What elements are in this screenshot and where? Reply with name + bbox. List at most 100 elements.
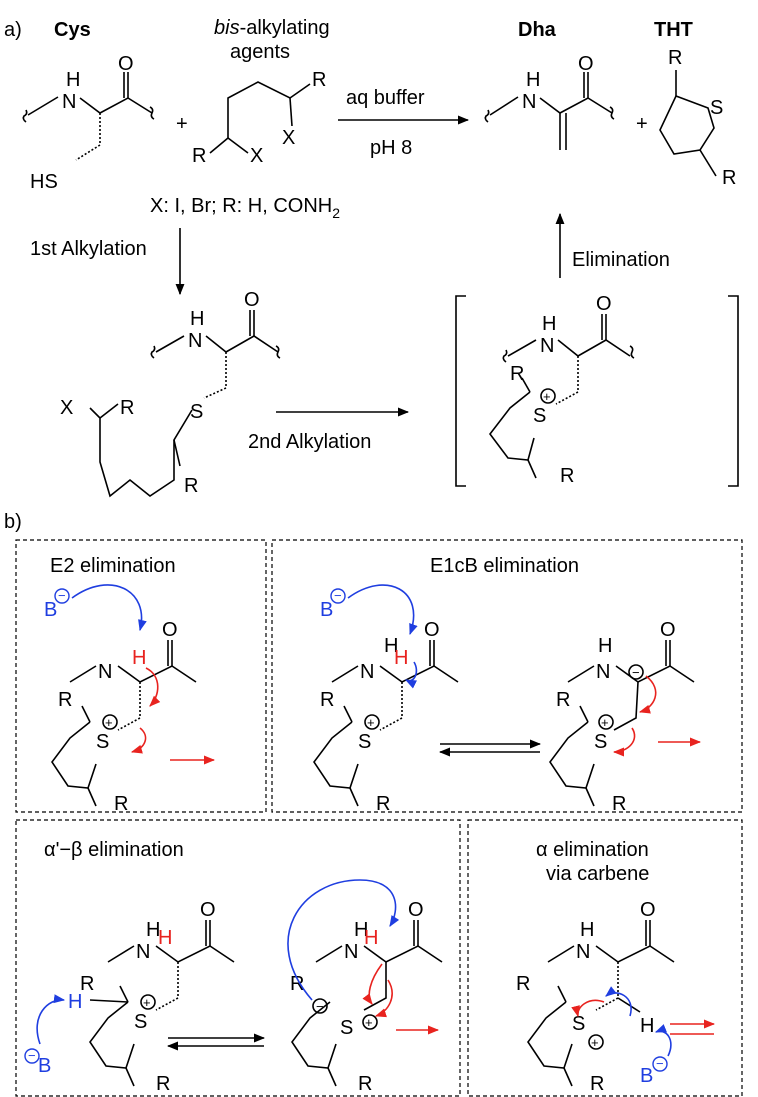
charge — [102, 714, 118, 730]
ylide-charge — [312, 998, 328, 1014]
reagent-above: aq buffer — [346, 87, 425, 109]
e1cb2-s: S — [594, 731, 607, 753]
x-definition-subscript: 2 — [332, 205, 340, 221]
r-bond-2 — [699, 149, 717, 177]
x-bond-2 — [289, 97, 293, 127]
ring — [51, 721, 97, 789]
agent-r-2: R — [312, 69, 326, 91]
backbone — [595, 945, 675, 963]
ab-base-charge-circle — [24, 1048, 40, 1064]
bond — [69, 665, 97, 683]
e1cb-right-structure — [549, 640, 695, 807]
ring — [313, 721, 359, 789]
wavy-bond-left — [502, 349, 508, 363]
r1 — [557, 985, 567, 1003]
alpha-beta-title: α'−β elimination — [44, 839, 184, 861]
first-alkylation-label: 1st Alkylation — [30, 238, 147, 260]
sulf-o: O — [596, 293, 612, 315]
alpha-charge: + — [591, 1035, 599, 1050]
e1cb-h: H — [394, 647, 408, 669]
r1 — [579, 705, 589, 723]
tht-r-1: R — [668, 47, 682, 69]
box-e2 — [15, 539, 267, 813]
backbone — [379, 665, 459, 683]
bond — [331, 665, 359, 683]
e1cb-r2: R — [376, 793, 390, 815]
bracket-left — [455, 295, 466, 487]
e1cb-left-structure — [313, 640, 459, 807]
bond — [547, 945, 575, 963]
agents-label: agents — [230, 41, 290, 63]
side — [117, 682, 141, 731]
ab2-r1: R — [290, 973, 304, 995]
backbone-bonds — [539, 97, 613, 114]
e1cb2-r1: R — [556, 689, 570, 711]
alpha-s: S — [572, 1013, 585, 1035]
alpha-n: N — [576, 941, 590, 963]
agent-x-2: X — [282, 127, 295, 149]
e1cb-red-arrow-2 — [612, 727, 636, 757]
e2-base-charge: − — [58, 588, 66, 603]
bis-alkylating-label: bis-alkylating — [214, 17, 330, 39]
backbone-bonds — [557, 339, 631, 357]
ab-base: B — [38, 1055, 51, 1077]
e2-r1: R — [58, 689, 72, 711]
charge — [598, 714, 614, 730]
bond — [567, 665, 595, 683]
sulf-n: N — [540, 335, 554, 357]
side — [595, 962, 619, 1011]
e2-charge: + — [105, 715, 113, 730]
ab-r1: R — [80, 973, 94, 995]
backbone — [155, 945, 235, 963]
backbone — [615, 665, 695, 683]
ring — [89, 1001, 135, 1069]
int-x: X — [60, 397, 73, 419]
e2-base: B — [44, 599, 57, 621]
e1cb-base-charge: − — [334, 588, 342, 603]
alkyl-chain — [89, 407, 193, 498]
sulf-s: S — [533, 405, 546, 427]
ab-r2: R — [156, 1073, 170, 1095]
e1cb2-charge: + — [601, 715, 609, 730]
bond — [507, 339, 537, 357]
ring — [549, 721, 595, 789]
alpha-blue-arrow-1 — [654, 1024, 672, 1057]
tht-s: S — [710, 97, 723, 119]
backbone-bonds — [79, 97, 153, 114]
charge — [588, 1034, 604, 1050]
r2 — [585, 787, 595, 807]
sulf-r-2: R — [560, 465, 574, 487]
alpha-base: B — [640, 1065, 653, 1087]
second-alkylation-label: 2nd Alkylation — [248, 431, 371, 453]
agent-r-1: R — [192, 145, 206, 167]
side — [613, 681, 639, 731]
alpha-red-arrow — [571, 999, 605, 1018]
bond — [315, 945, 343, 963]
ab-blue-arrow-2 — [287, 879, 400, 1001]
charge-circle — [540, 388, 556, 404]
ab-red-arrow-2 — [374, 979, 393, 1018]
elimination-label: Elimination — [572, 249, 670, 271]
e2-structure — [51, 640, 197, 807]
alpha-r1: R — [516, 973, 530, 995]
e2-o: O — [162, 619, 178, 641]
dha-n: N — [522, 91, 536, 113]
ab-charge: + — [143, 995, 151, 1010]
bond — [27, 96, 59, 116]
alpha-base-charge: − — [656, 1056, 664, 1071]
r-bond — [99, 403, 119, 419]
alpha-title-2: via carbene — [546, 863, 649, 885]
e1cb-blue-arrow-2 — [404, 661, 418, 689]
side — [155, 962, 179, 1011]
int-h: H — [190, 308, 204, 330]
e2-h: H — [132, 647, 146, 669]
wavy-bond-right — [609, 106, 615, 120]
cys-h: H — [66, 69, 80, 91]
r2 — [87, 787, 97, 807]
ab-base-charge: − — [28, 1048, 36, 1063]
r2 — [349, 787, 359, 807]
charge — [140, 994, 156, 1010]
e1cb-n: N — [360, 661, 374, 683]
int-r-1: R — [120, 397, 134, 419]
